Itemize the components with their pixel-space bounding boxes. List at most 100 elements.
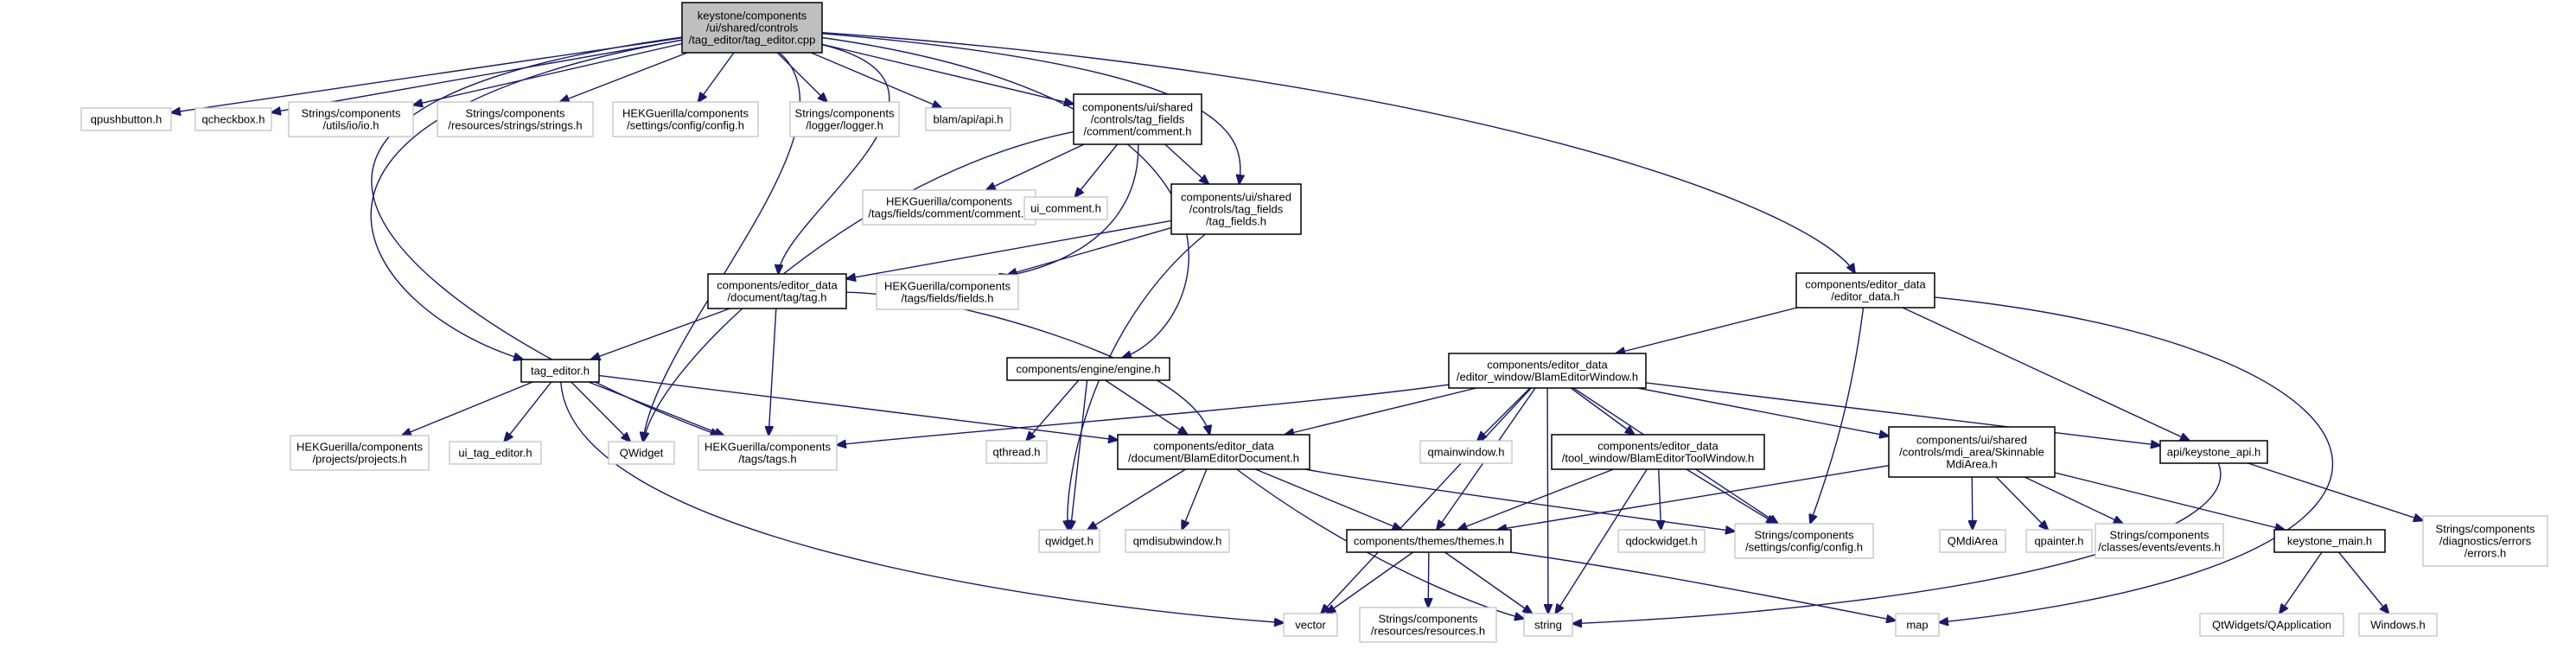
edge-blameditorwindow-to-hektags (837, 384, 1450, 445)
node-box (2358, 613, 2438, 637)
node-tageditorh[interactable]: tag_editor.h (520, 359, 600, 383)
edge-blameditorwindow-to-toolwindow (1570, 387, 1635, 435)
edge-tagh-to-hektags (768, 308, 777, 436)
edge-mdiarea-to-keystonemain (2054, 472, 2285, 530)
node-strresources[interactable]: Strings/components/resources/resources.h (1359, 607, 1497, 643)
node-label-line: blam/api/api.h (934, 113, 1004, 126)
edge-tageditorh-to-uitageditor (504, 381, 552, 442)
node-label-line: components/editor_data (1153, 440, 1274, 453)
node-string[interactable]: string (1523, 613, 1573, 637)
node-label-line: QMdiArea (1948, 535, 1999, 548)
node-tagh[interactable]: components/editor_data/document/tag/tag.… (707, 273, 847, 309)
node-blameditorwindow[interactable]: components/editor_data/editor_window/Bla… (1448, 353, 1647, 389)
edge-blameditorwindow-to-mdiarea (1637, 387, 1889, 436)
edge-comment-to-uicomment (1074, 143, 1119, 197)
node-box (789, 101, 900, 137)
node-blameditordoc[interactable]: components/editor_data/document/BlamEdit… (1117, 434, 1310, 470)
edge-comment-to-hekcomment (986, 143, 1085, 190)
edge-root-to-tageditorh (370, 39, 683, 359)
node-label-line: components/engine/engine.h (1017, 363, 1161, 376)
node-label-line: qpainter.h (2034, 535, 2083, 548)
node-qwidgeth[interactable]: qwidget.h (1038, 529, 1100, 553)
node-label-line: qdockwidget.h (1625, 535, 1697, 548)
node-box (449, 441, 542, 465)
node-label-line: /editor_window/BlamEditorWindow.h (1457, 371, 1638, 384)
edge-toolwindow-to-themes (1457, 468, 1614, 530)
node-hekcomment[interactable]: HEKGuerilla/components/tags/fields/comme… (862, 189, 1036, 226)
node-hekprojects[interactable]: HEKGuerilla/components/projects/projects… (290, 435, 430, 471)
edge-root-to-strlogger (776, 52, 827, 102)
edge-themes-to-vector (1326, 551, 1414, 614)
node-strstrings[interactable]: Strings/components/resources/strings/str… (437, 101, 594, 137)
node-qpushbutton[interactable]: qpushbutton.h (80, 107, 172, 131)
node-label-line: Strings/components (1755, 529, 1854, 542)
node-box (1346, 529, 1512, 553)
node-keystoneapi[interactable]: api/keystone_api.h (2159, 440, 2268, 464)
node-map[interactable]: map (1895, 613, 1940, 637)
node-box (1795, 272, 1935, 309)
node-box (2025, 529, 2093, 553)
node-box (1895, 613, 1940, 637)
node-qmdiarea[interactable]: QMdiArea (1939, 529, 2006, 553)
node-hekconfig[interactable]: HEKGuerilla/components/settings/config/c… (612, 101, 759, 137)
node-qwidgetcap[interactable]: QWidget (608, 441, 675, 465)
edge-blameditorwindow-to-qmainwindow (1477, 387, 1531, 441)
node-uitageditor[interactable]: ui_tag_editor.h (449, 441, 542, 465)
node-label-line: ui_comment.h (1030, 202, 1101, 215)
edge-root-to-qcheckbox (271, 39, 683, 112)
node-mdiarea[interactable]: components/ui/shared/controls/mdi_area/S… (1888, 426, 2056, 478)
node-toolwindow[interactable]: components/editor_data/tool_window/BlamE… (1551, 434, 1765, 470)
node-uicomment[interactable]: ui_comment.h (1023, 196, 1108, 220)
node-label-line: components/ui/shared (1082, 101, 1193, 114)
node-box (2159, 440, 2268, 464)
node-box (520, 359, 600, 383)
node-root[interactable]: keystone/components/ui/shared/controls/t… (681, 2, 823, 54)
node-qpainter[interactable]: qpainter.h (2025, 529, 2093, 553)
node-comment[interactable]: components/ui/shared/controls/tag_fields… (1073, 93, 1202, 145)
node-label-line: HEKGuerilla/components (886, 195, 1012, 208)
node-box (1888, 426, 2056, 478)
node-label-line: Strings/components (2110, 529, 2209, 542)
node-themes[interactable]: components/themes/themes.h (1346, 529, 1512, 553)
edge-blameditorwindow-to-vector (1321, 387, 1532, 614)
edge-keystoneapi-to-string (1572, 462, 2222, 624)
node-strerrors[interactable]: Strings/components/diagnostics/errors/er… (2422, 515, 2548, 567)
node-label-line: /tags/fields/fields.h (902, 292, 994, 305)
node-keystonemain[interactable]: keystone_main.h (2273, 529, 2386, 553)
node-tagfields[interactable]: components/ui/shared/controls/tag_fields… (1170, 183, 1302, 235)
node-strsettings[interactable]: Strings/components/settings/config/confi… (1734, 523, 1874, 559)
node-engine[interactable]: components/engine/engine.h (1006, 357, 1170, 381)
node-qapplication[interactable]: QtWidgets/QApplication (2199, 613, 2344, 637)
node-box (1359, 607, 1497, 643)
edge-mdiarea-to-themes (1497, 465, 1890, 530)
node-label-line: components/editor_data (1805, 278, 1926, 291)
edge-root-to-hekconfig (698, 52, 735, 102)
edge-themes-to-strresources (1428, 551, 1429, 608)
edge-root-to-qwidgetcap (643, 52, 801, 442)
edge-tagh-to-tageditorh (590, 308, 730, 359)
edge-blameditordoc-to-string (1236, 468, 1524, 619)
node-qdockwidget[interactable]: qdockwidget.h (1617, 529, 1706, 553)
edge-toolwindow-to-qdockwidget (1659, 468, 1661, 530)
node-qcheckbox[interactable]: qcheckbox.h (194, 107, 272, 131)
node-qmdisubwindow[interactable]: qmdisubwindow.h (1125, 529, 1230, 553)
node-vector[interactable]: vector (1283, 613, 1338, 637)
edge-mdiarea-to-qmdiarea (1972, 476, 1973, 530)
node-qmainwindow[interactable]: qmainwindow.h (1419, 440, 1513, 464)
node-windows[interactable]: Windows.h (2358, 613, 2438, 637)
node-hekfields[interactable]: HEKGuerilla/components/tags/fields/field… (876, 274, 1019, 310)
node-strevents[interactable]: Strings/components/classes/events/events… (2095, 523, 2224, 559)
node-strlogger[interactable]: Strings/components/logger/logger.h (789, 101, 900, 137)
node-hektags[interactable]: HEKGuerilla/components/tags/tags.h (698, 435, 838, 471)
node-label-line: /comment/comment.h (1084, 125, 1192, 138)
node-box (608, 441, 675, 465)
node-label-line: qpushbutton.h (91, 113, 162, 126)
node-strio[interactable]: Strings/components/utils/io/io.h (288, 101, 414, 137)
node-box (1283, 613, 1338, 637)
node-box (194, 107, 272, 131)
node-box (1125, 529, 1230, 553)
node-blamapi[interactable]: blam/api/api.h (925, 107, 1011, 131)
node-editordata[interactable]: components/editor_data/editor_data.h (1795, 272, 1935, 309)
node-label-line: /controls/tag_fields (1189, 203, 1284, 216)
node-qthread[interactable]: qthread.h (985, 440, 1048, 464)
